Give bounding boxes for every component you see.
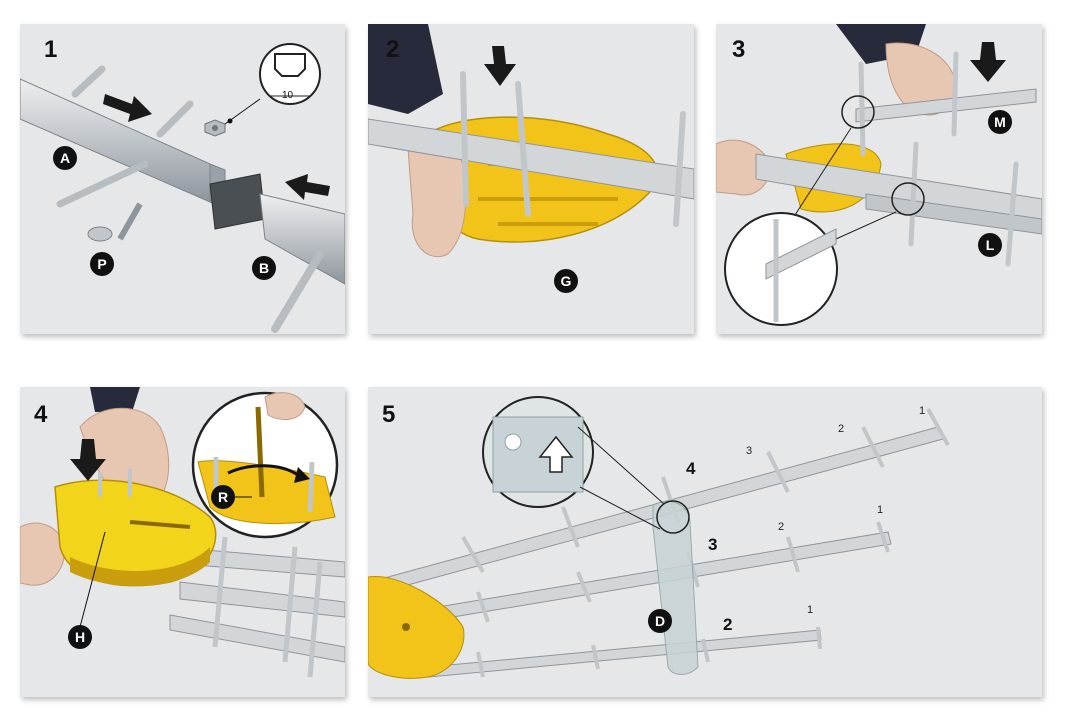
illustration-step-5 — [368, 396, 950, 679]
part-label-m: M — [988, 110, 1012, 134]
element-number-top-2: 2 — [838, 423, 845, 435]
element-number-top-3: 3 — [746, 445, 753, 457]
boom-number-2: 2 — [723, 615, 733, 634]
part-label-h: H — [68, 625, 92, 649]
part-label-b: B — [252, 256, 276, 280]
illustration-step-4 — [20, 387, 345, 678]
boom-number-3: 3 — [708, 535, 718, 554]
illustration-step-3 — [716, 24, 1042, 326]
step-number: 3 — [732, 36, 746, 63]
step-number: 1 — [44, 36, 58, 63]
step-number: 5 — [382, 401, 396, 428]
element-number-mid-1: 1 — [877, 504, 884, 516]
part-label-p: P — [90, 252, 114, 276]
step-number: 2 — [386, 36, 400, 63]
element-number-bot-1: 1 — [807, 604, 814, 616]
element-number-top-1: 1 — [919, 405, 926, 417]
panel-step-5: 5 D 1 2 3 1 2 1 4 3 2 — [368, 387, 1042, 697]
panel-step-3: 3 M L — [716, 24, 1042, 334]
element-number-mid-2: 2 — [778, 521, 785, 533]
illustration-step-2 — [368, 24, 694, 258]
illustration-step-1 — [20, 43, 345, 333]
boom-number-4: 4 — [686, 459, 696, 478]
part-label-d: D — [648, 609, 672, 633]
part-label-a: A — [53, 146, 77, 170]
step-number: 4 — [34, 401, 48, 428]
part-label-r: R — [211, 485, 235, 509]
panel-step-4: 4 H R — [20, 387, 345, 697]
panel-step-2: 2 G — [368, 24, 694, 334]
panel-step-1: 1 10 A P B — [20, 24, 345, 334]
part-label-g: G — [554, 269, 578, 293]
wrench-size-label: 10 — [282, 90, 294, 101]
part-label-l: L — [978, 233, 1002, 257]
